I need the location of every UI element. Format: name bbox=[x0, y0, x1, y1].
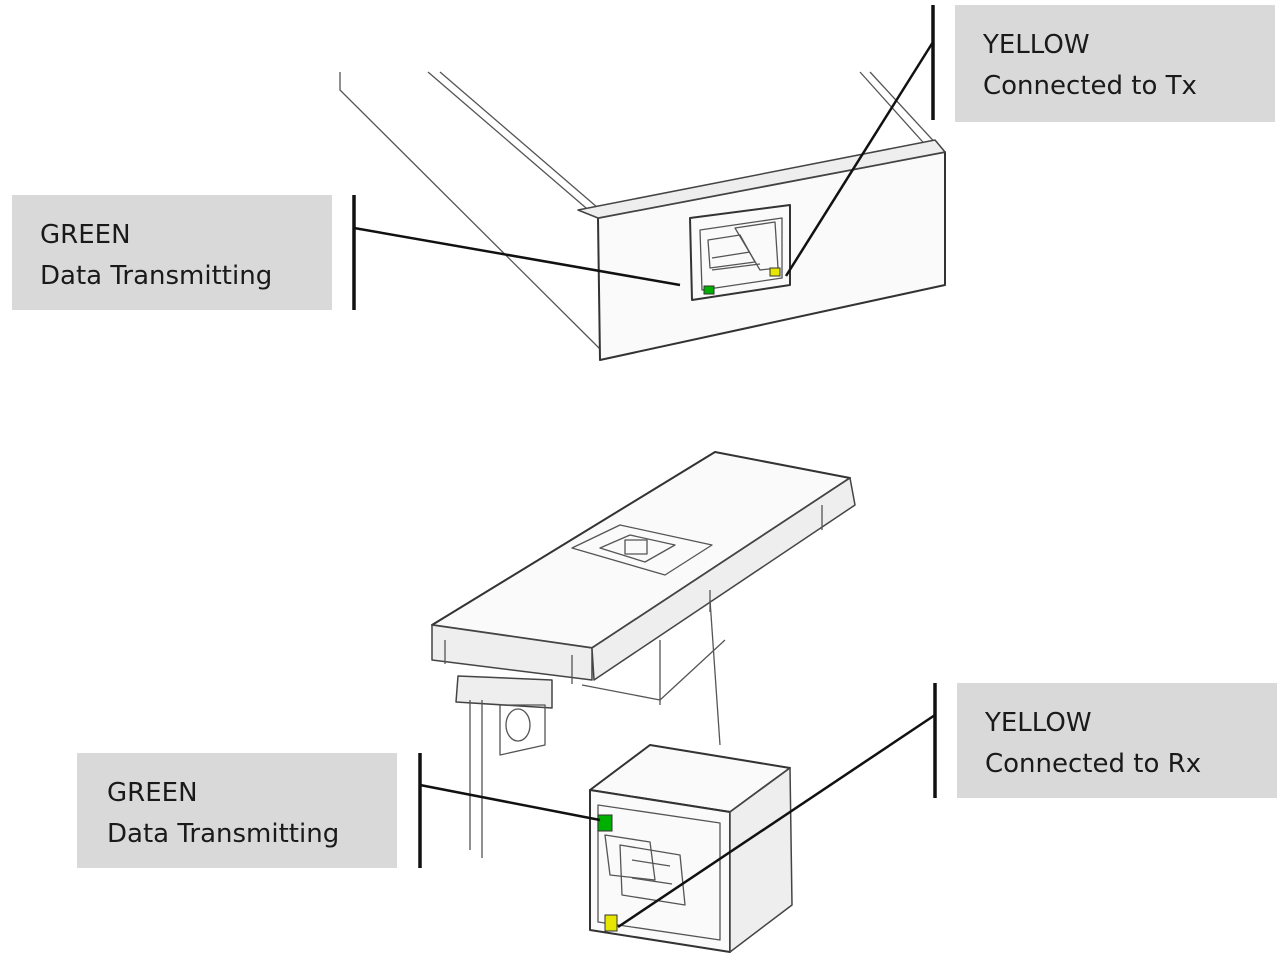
callout-color-label: YELLOW bbox=[985, 708, 1092, 738]
callout-status-label: Connected to Rx bbox=[985, 749, 1202, 779]
callout-status-label: Connected to Tx bbox=[983, 71, 1197, 101]
bottom-green-leader bbox=[419, 783, 601, 822]
callout-yellow-rx: YELLOW Connected to Rx bbox=[957, 683, 1277, 798]
bottom-green-led bbox=[597, 814, 613, 832]
callout-yellow-tx: YELLOW Connected to Tx bbox=[955, 5, 1275, 122]
callout-color-label: YELLOW bbox=[983, 30, 1090, 60]
top-yellow-leader bbox=[784, 41, 935, 277]
callout-color-label: GREEN bbox=[40, 220, 131, 250]
bottom-yellow-leader bbox=[617, 713, 936, 929]
receiver-module bbox=[431, 451, 856, 953]
bottom-yellow-led bbox=[604, 914, 618, 932]
callout-status-label: Data Transmitting bbox=[107, 819, 340, 849]
top-green-leader bbox=[353, 226, 681, 287]
transmitter-housing bbox=[339, 71, 946, 361]
callout-green-top: GREEN Data Transmitting bbox=[12, 195, 332, 310]
callout-status-label: Data Transmitting bbox=[40, 261, 273, 291]
callout-color-label: GREEN bbox=[107, 778, 198, 808]
top-yellow-led bbox=[769, 267, 781, 277]
callout-green-bottom: GREEN Data Transmitting bbox=[77, 753, 397, 868]
top-green-led bbox=[703, 285, 715, 295]
